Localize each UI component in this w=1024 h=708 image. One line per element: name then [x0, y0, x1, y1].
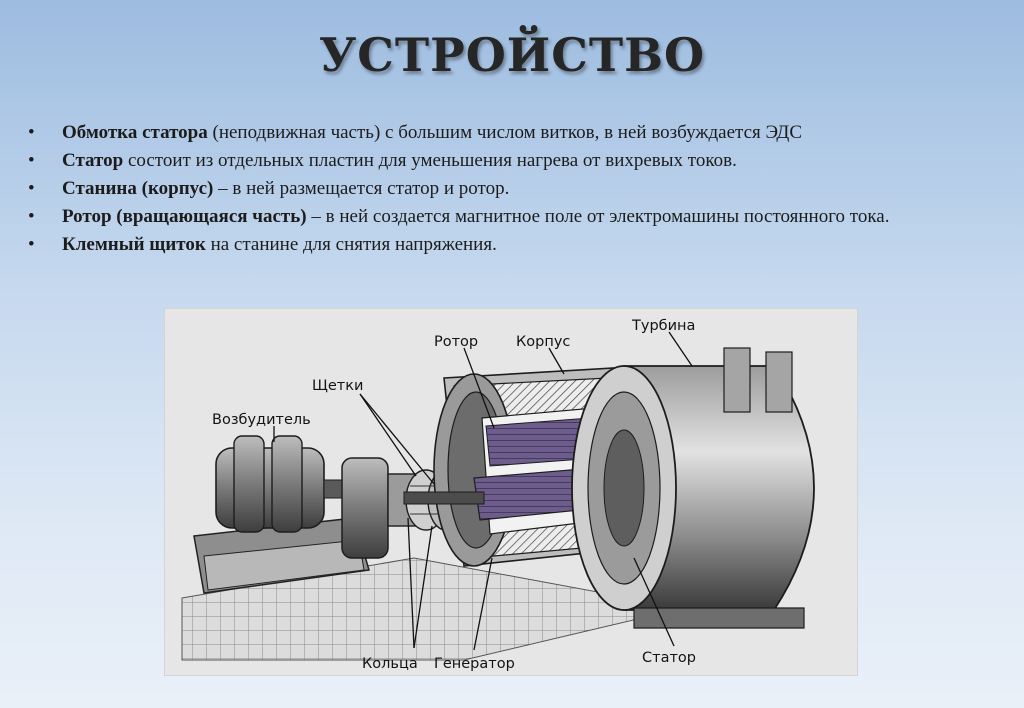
leader-lines: [273, 331, 693, 651]
bullet-text: – в ней создается магнитное поле от элек…: [306, 206, 890, 227]
floor-foundation: [181, 557, 685, 661]
bullet-text: на станине для снятия напряжения.: [205, 234, 497, 255]
bullet-text: (неподвижная часть) с большим числом вит…: [207, 122, 803, 143]
bullet-item: • Клемный щиток на станине для снятия нап…: [28, 232, 988, 257]
bullet-item: • Статор состоит из отдельных пластин для…: [28, 148, 988, 173]
label-exciter: Возбудитель: [212, 412, 311, 428]
bullet-item: • Обмотка статора (неподвижная часть) с б…: [28, 120, 988, 145]
bullet-dot: •: [28, 178, 35, 199]
bullet-item: • Ротор (вращающаяся часть) – в ней созда…: [28, 204, 988, 229]
generator-illustration: Ротор Корпус Турбина Щетки Возбудитель К…: [164, 308, 858, 676]
bullet-text: – в ней размещается статор и ротор.: [213, 178, 510, 199]
exciter: [193, 435, 370, 594]
label-rotor: Ротор: [434, 334, 478, 350]
bullet-dot: •: [28, 234, 35, 255]
bullet-dot: •: [28, 122, 35, 143]
bullet-list: • Обмотка статора (неподвижная часть) с б…: [28, 120, 988, 260]
bullet-term: Ротор (вращающаяся часть): [62, 206, 307, 227]
bullet-dot: •: [28, 150, 35, 171]
label-generator: Генератор: [434, 656, 515, 672]
bullet-term: Станина (корпус): [62, 178, 214, 199]
label-turbine: Турбина: [631, 318, 695, 334]
bullet-term: Обмотка статора: [62, 122, 208, 143]
slide-title: УСТРОЙСТВО: [318, 28, 706, 82]
generator-diagram: Ротор Корпус Турбина Щетки Возбудитель К…: [164, 308, 858, 676]
label-brushes: Щетки: [312, 378, 363, 394]
label-housing: Корпус: [516, 334, 570, 350]
bullet-dot: •: [28, 206, 35, 227]
bullet-item: • Станина (корпус) – в ней размещается ст…: [28, 176, 988, 201]
bullet-text: состоит из отдельных пластин для уменьше…: [123, 150, 737, 171]
label-stator: Статор: [642, 650, 696, 666]
label-rings: Кольца: [362, 656, 418, 672]
bullet-term: Клемный щиток: [62, 234, 206, 255]
turbine: [571, 347, 815, 629]
bullet-term: Статор: [62, 150, 124, 171]
